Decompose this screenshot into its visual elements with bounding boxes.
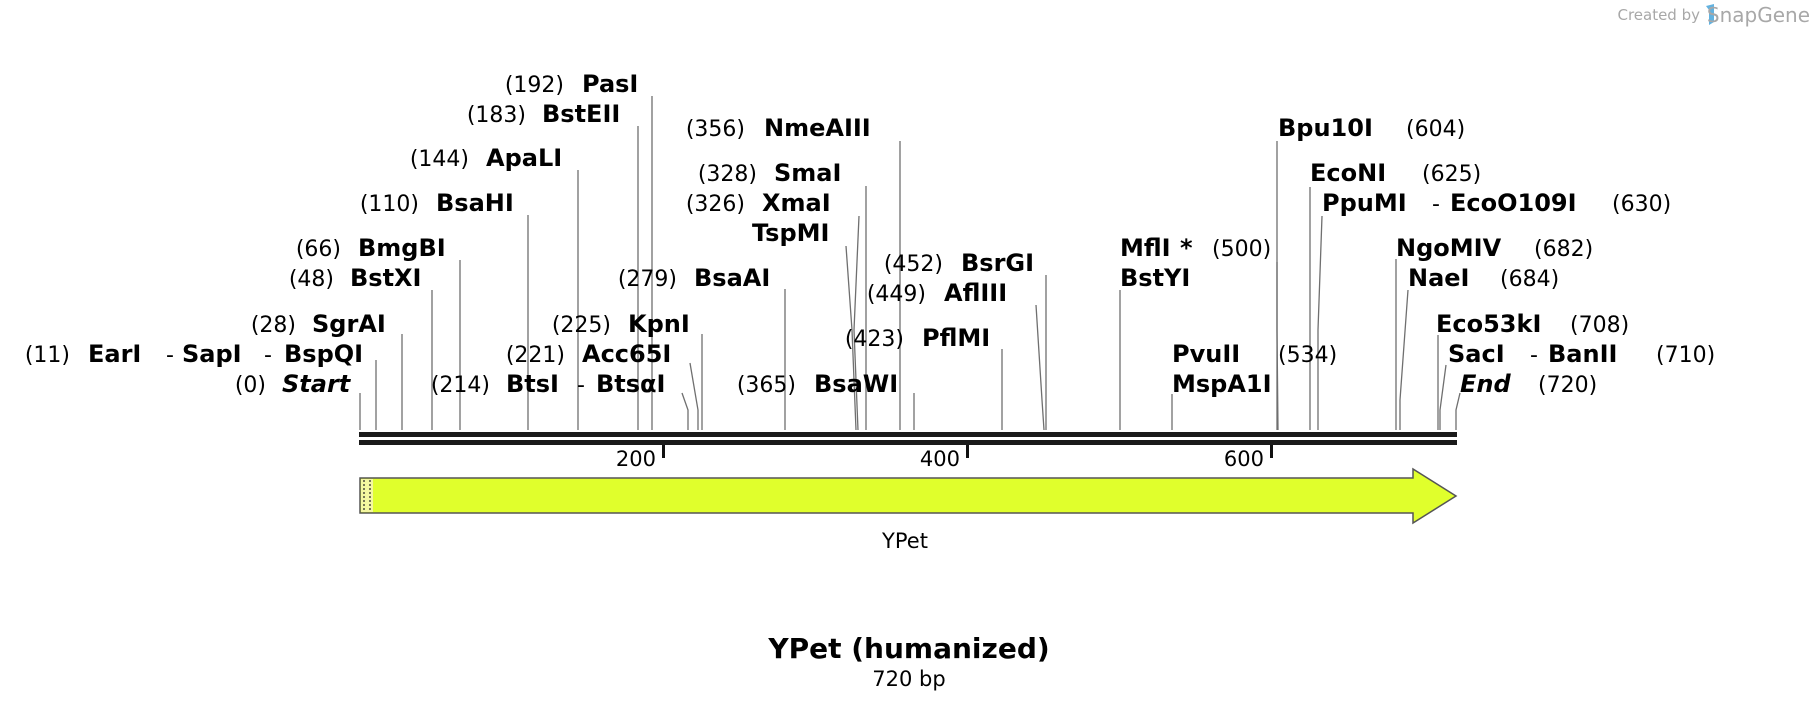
site-name-pvuii[interactable]: PvuII (1172, 340, 1240, 368)
site-name-sgrai[interactable]: SgrAI (312, 310, 386, 338)
site-position: (144) (410, 147, 469, 172)
site-separator: - (1432, 192, 1440, 217)
site-name-saci[interactable]: SacI (1448, 340, 1505, 368)
site-name-mfli[interactable]: MflI (1120, 234, 1171, 262)
site-name-bsaai[interactable]: BsaAI (694, 264, 770, 292)
feature-start-marker (361, 479, 373, 512)
site-position: (449) (867, 282, 926, 307)
site-position: (534) (1278, 343, 1337, 368)
feature-label: YPet (881, 529, 928, 553)
site-separator: - (577, 373, 585, 398)
site-name-naei[interactable]: NaeI (1408, 264, 1470, 292)
ruler-tick (1270, 445, 1273, 458)
site-separator: - (166, 343, 174, 368)
site-name-bstxi[interactable]: BstXI (350, 264, 421, 292)
map-subtitle: 720 bp (872, 667, 945, 691)
site-asterisk: * (1180, 234, 1193, 262)
site-name-eari[interactable]: EarI (88, 340, 141, 368)
snapgene-logo-icon (1706, 4, 1714, 25)
site-position: (710) (1656, 343, 1715, 368)
feature-ypet[interactable] (359, 467, 1458, 525)
site-name-smai[interactable]: SmaI (774, 159, 841, 187)
feature-arrow[interactable] (359, 467, 1458, 525)
site-name-btsai[interactable]: BtsαI (596, 370, 665, 398)
credit-brand: SnapGene (1707, 3, 1810, 27)
site-position: (48) (289, 267, 334, 292)
site-position: (328) (698, 162, 757, 187)
site-position: (452) (884, 252, 943, 277)
ruler-tick-label: 200 (616, 447, 656, 471)
site-name-xmai[interactable]: XmaI (762, 189, 831, 217)
site-position: (0) (235, 373, 266, 398)
site-name-acc65i[interactable]: Acc65I (582, 340, 671, 368)
site-name-bmgbi[interactable]: BmgBI (358, 234, 446, 262)
site-name-pasi[interactable]: PasI (582, 70, 638, 98)
site-name-sapi[interactable]: SapI (182, 340, 242, 368)
site-position: (225) (552, 313, 611, 338)
site-name-bpu10i[interactable]: Bpu10I (1278, 114, 1373, 142)
site-name-bsrgi[interactable]: BsrGI (961, 249, 1034, 277)
site-name-kpni[interactable]: KpnI (628, 310, 690, 338)
ruler-tick (966, 445, 969, 458)
site-name-end[interactable]: End (1460, 370, 1511, 398)
site-position: (625) (1422, 162, 1481, 187)
site-name-econi[interactable]: EcoNI (1310, 159, 1386, 187)
site-name-eco53ki[interactable]: Eco53kI (1436, 310, 1541, 338)
site-name-apali[interactable]: ApaLI (486, 144, 562, 172)
site-name-bspqi[interactable]: BspQI (284, 340, 363, 368)
site-position: (708) (1570, 313, 1629, 338)
site-position: (110) (360, 192, 419, 217)
site-name-ngomiv[interactable]: NgoMIV (1396, 234, 1502, 262)
site-name-start[interactable]: Start (282, 370, 352, 398)
site-labels: (0) Start (11) EarI - SapI - BspQI (28) … (25, 70, 1715, 398)
site-leader-lines (359, 96, 1461, 431)
site-separator: - (1530, 343, 1538, 368)
site-name-bsahi[interactable]: BsaHI (436, 189, 514, 217)
sequence-backbone-top (359, 432, 1457, 437)
site-position: (365) (737, 373, 796, 398)
site-position: (720) (1538, 373, 1597, 398)
site-position: (326) (686, 192, 745, 217)
site-name-bsteii[interactable]: BstEII (542, 100, 620, 128)
site-position: (423) (845, 327, 904, 352)
site-position: (214) (431, 373, 490, 398)
site-name-banii[interactable]: BanII (1548, 340, 1617, 368)
site-name-bsawi[interactable]: BsaWI (814, 370, 898, 398)
site-position: (28) (251, 313, 296, 338)
site-position: (604) (1406, 117, 1465, 142)
site-name-tspmi[interactable]: TspMI (752, 219, 829, 247)
site-name-mspa1i[interactable]: MspA1I (1172, 370, 1272, 398)
ruler: 200 400 600 (616, 445, 1273, 471)
site-name-pflmi[interactable]: PflMI (922, 324, 990, 352)
site-name-ecoo109i[interactable]: EcoO109I (1450, 189, 1577, 217)
site-position: (500) (1212, 237, 1271, 262)
site-position: (356) (686, 117, 745, 142)
ruler-tick (662, 445, 665, 458)
site-name-btsi[interactable]: BtsI (506, 370, 559, 398)
ruler-tick-label: 600 (1224, 447, 1264, 471)
site-position: (192) (505, 73, 564, 98)
credit-prefix: Created by (1617, 6, 1700, 24)
site-position: (183) (467, 103, 526, 128)
site-name-nmeaiii[interactable]: NmeAIII (764, 114, 871, 142)
ruler-tick-label: 400 (920, 447, 960, 471)
site-name-ppumi[interactable]: PpuMI (1322, 189, 1407, 217)
site-separator: - (264, 343, 272, 368)
site-position: (11) (25, 343, 70, 368)
site-position: (279) (618, 267, 677, 292)
site-position: (630) (1612, 192, 1671, 217)
sequence-backbone-bottom (359, 440, 1457, 445)
map-title: YPet (humanized) (767, 632, 1049, 665)
site-name-afliii[interactable]: AflIII (944, 279, 1007, 307)
site-position: (682) (1534, 237, 1593, 262)
site-position: (66) (296, 237, 341, 262)
site-position: (221) (506, 343, 565, 368)
site-name-bstyi[interactable]: BstYI (1120, 264, 1190, 292)
site-position: (684) (1500, 267, 1559, 292)
